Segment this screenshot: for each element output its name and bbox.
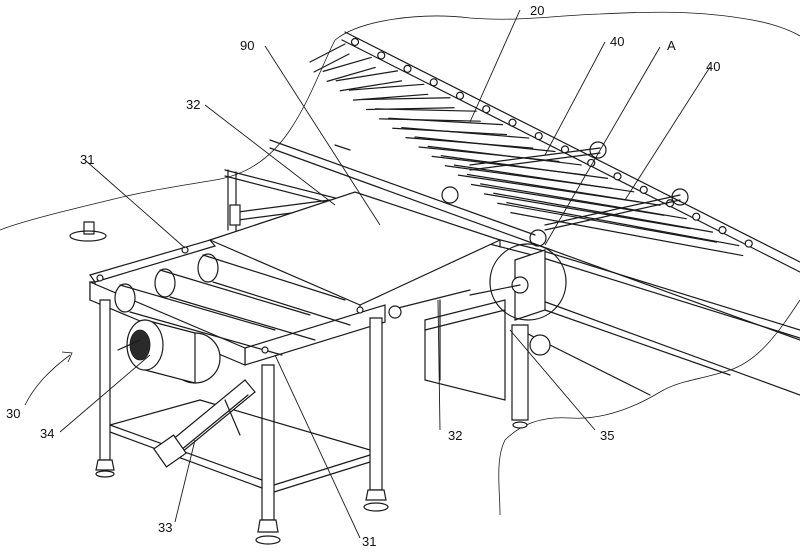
roller-edge: [340, 81, 401, 91]
breakout-boundary-upper: [335, 12, 800, 40]
label-40-lower: 40: [706, 59, 720, 74]
breakout-boundary-right: [499, 300, 800, 515]
label-40-upper: 40: [610, 34, 624, 49]
roller-bolt: [640, 186, 647, 193]
roller-bolt: [430, 79, 437, 86]
label-33: 33: [158, 520, 172, 535]
breakout-boundary-left: [0, 40, 335, 230]
label-35: 35: [600, 428, 614, 443]
roller-edge: [327, 67, 375, 81]
label-20: 20: [530, 3, 544, 18]
roller-bolt: [483, 106, 490, 113]
cylinder-33: [154, 380, 255, 467]
roller: [323, 57, 371, 71]
label-A: A: [667, 38, 676, 53]
roller-bolt: [378, 52, 385, 59]
roller-bolt: [352, 39, 359, 46]
roller-bolt: [745, 240, 752, 247]
label-31-upper: 31: [80, 152, 94, 167]
label-90: 90: [240, 38, 254, 53]
roller: [376, 109, 477, 111]
roller-bolt: [457, 92, 464, 99]
roller-bolt: [509, 119, 516, 126]
roller-bolt: [535, 133, 542, 140]
label-34: 34: [40, 426, 54, 441]
roller-bolt: [614, 173, 621, 180]
label-31-lower: 31: [362, 534, 376, 549]
roller-bolt: [693, 213, 700, 220]
motor-34: [118, 320, 220, 383]
label-30: 30: [6, 406, 20, 421]
arrow-30: [25, 355, 70, 405]
label-32-upper: 32: [186, 97, 200, 112]
roller: [402, 128, 529, 138]
label-32-lower: 32: [448, 428, 462, 443]
roller-bolt: [404, 65, 411, 72]
roller-bolt: [719, 227, 726, 234]
roller: [389, 118, 503, 124]
